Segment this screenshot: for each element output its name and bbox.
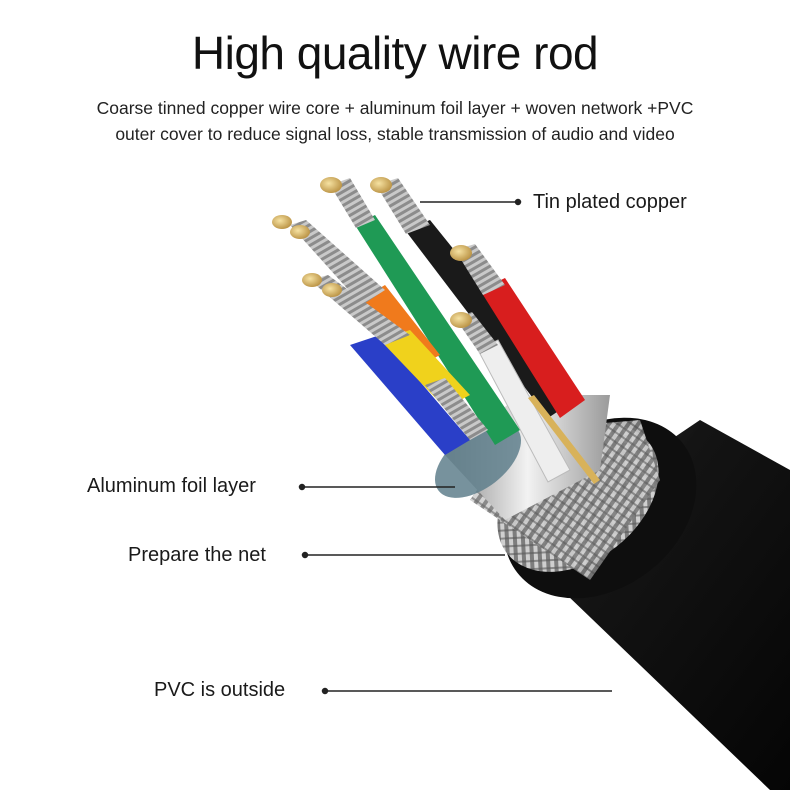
- label-pvc-outside: PVC is outside: [154, 679, 286, 701]
- page-title: High quality wire rod: [191, 27, 599, 79]
- label-tin-plated-copper: Tin plated copper: [533, 191, 687, 213]
- wire-blue: [350, 335, 470, 455]
- subtitle-line-2: outer cover to reduce signal loss, stabl…: [115, 124, 675, 144]
- wire-red: [450, 244, 585, 418]
- label-aluminum-foil-layer: Aluminum foil layer: [87, 475, 256, 497]
- wire-green: [320, 177, 520, 445]
- leader-lines: [298, 198, 612, 695]
- label-prepare-the-net: Prepare the net: [128, 544, 266, 566]
- subtitle-line-1: Coarse tinned copper wire core + aluminu…: [96, 98, 694, 118]
- wire-white: [450, 312, 571, 483]
- wire-yellow: [302, 273, 488, 440]
- drain-wire: [528, 395, 600, 484]
